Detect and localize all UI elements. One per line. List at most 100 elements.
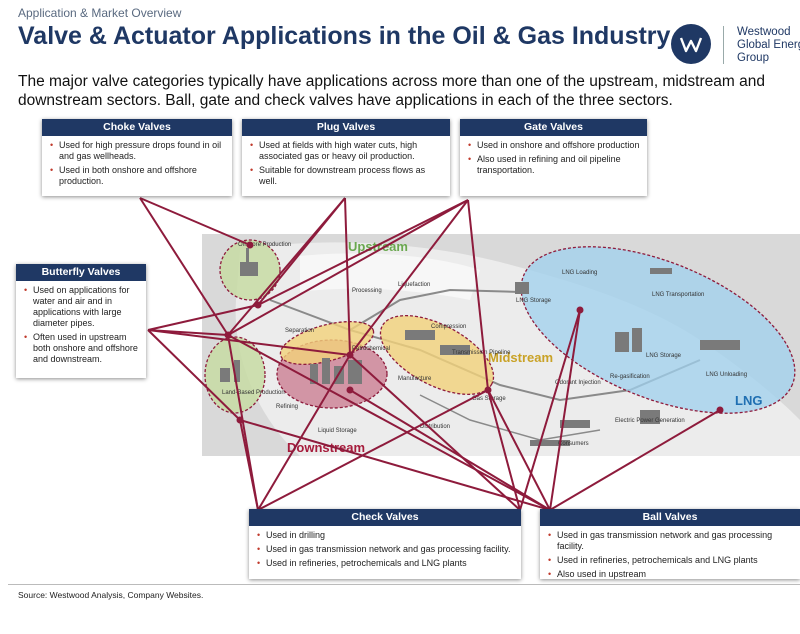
check-valves-title: Check Valves — [249, 509, 521, 526]
logo-divider — [723, 26, 724, 64]
gate-to-downstream — [349, 199, 469, 356]
pipeline-lng — [349, 288, 521, 331]
logo-line-3: Group — [737, 52, 769, 64]
plug-valves-box: Plug Valves Used at fields with high wat… — [242, 119, 450, 196]
logo-line-2: Global Energy — [737, 39, 800, 51]
label-processing: Processing — [352, 288, 382, 294]
gate-valves-box: Gate Valves Used in onshore and offshore… — [460, 119, 647, 196]
label-liquefaction: Liquefaction — [398, 282, 430, 288]
ball-to-midstream — [487, 389, 551, 511]
butterfly-valves-title: Butterfly Valves — [16, 264, 146, 281]
label-lng-loading: LNG Loading — [562, 270, 597, 276]
check-item-2: Used in gas transmission network and gas… — [257, 544, 515, 555]
ball-item-2: Used in refineries, petrochemicals and L… — [548, 555, 794, 566]
facility-glyphs — [220, 248, 740, 446]
check-item-1: Used in drilling — [257, 530, 515, 541]
plug-valves-title: Plug Valves — [242, 119, 450, 136]
footer-divider — [8, 584, 800, 585]
ball-item-1: Used in gas transmission network and gas… — [548, 530, 794, 552]
gate-to-midstream — [467, 199, 489, 391]
connector-lines — [139, 197, 721, 511]
westwood-logo: Westwood Global Energy Group — [671, 24, 800, 68]
label-electric: Electric Power Generation — [615, 418, 685, 424]
ball-to-refining — [349, 389, 551, 511]
check-to-lng — [519, 309, 581, 511]
check-valves-list: Used in drilling Used in gas transmissio… — [249, 526, 521, 576]
label-separation: Separation — [285, 328, 314, 334]
ball-item-3: Also used in upstream — [548, 569, 794, 580]
label-regasification: Re-gasification — [610, 374, 650, 380]
ball-to-lng-storage — [549, 309, 581, 511]
land-highlight — [300, 253, 480, 300]
plug-to-land — [227, 197, 346, 336]
label-liquid-storage: Liquid Storage — [318, 428, 357, 434]
plug-valves-list: Used at fields with high water cuts, hig… — [242, 136, 450, 194]
choke-to-land — [139, 197, 229, 336]
gate-item-2: Also used in refining and oil pipeline t… — [468, 154, 641, 176]
label-lng-storage: LNG Storage — [516, 298, 552, 304]
butterfly-valves-box: Butterfly Valves Used on applications fo… — [16, 264, 146, 378]
ball-to-land-low — [239, 419, 551, 511]
label-consumers: Consumers — [558, 441, 589, 447]
butterfly-item-1: Used on applications for water and air a… — [24, 285, 140, 329]
ball-valves-box: Ball Valves Used in gas transmission net… — [540, 509, 800, 580]
choke-item-2: Used in both onshore and offshore produc… — [50, 165, 226, 187]
gate-to-land — [227, 199, 469, 336]
choke-valves-box: Choke Valves Used for high pressure drop… — [42, 119, 232, 196]
check-to-downstream — [257, 354, 351, 511]
check-item-3: Used in refineries, petrochemicals and L… — [257, 558, 515, 569]
land-mass — [235, 242, 800, 456]
logo-w-icon — [679, 37, 703, 53]
label-lng-storage-2: LNG Storage — [646, 353, 682, 359]
label-gas-storage: Gas Storage — [472, 396, 506, 402]
check-valves-box: Check Valves Used in drilling Used in ga… — [249, 509, 521, 579]
gate-to-offshore — [257, 199, 469, 306]
check-to-land-low — [239, 419, 259, 511]
lng-zone — [520, 246, 796, 414]
plug-item-2: Suitable for downstream process flows as… — [250, 165, 444, 187]
ball-to-land — [227, 334, 551, 511]
choke-valves-title: Choke Valves — [42, 119, 232, 136]
label-offshore: Offshore Production — [238, 242, 291, 248]
choke-item-1: Used for high pressure drops found in oi… — [50, 140, 226, 162]
lng-label: LNG — [735, 393, 762, 408]
gate-valves-list: Used in onshore and offshore production … — [460, 136, 647, 183]
butterfly-to-land-low — [147, 329, 241, 421]
logo-mark — [671, 24, 711, 64]
page-title: Valve & Actuator Applications in the Oil… — [18, 22, 671, 50]
plug-item-1: Used at fields with high water cuts, hig… — [250, 140, 444, 162]
gate-valves-title: Gate Valves — [460, 119, 647, 136]
gate-item-1: Used in onshore and offshore production — [468, 140, 641, 151]
label-petrochemical: Petrochemical — [352, 346, 390, 352]
source-note: Source: Westwood Analysis, Company Websi… — [18, 590, 204, 600]
ball-to-lng — [549, 409, 721, 511]
label-transmission: Transmission Pipeline — [452, 350, 511, 356]
label-lng-unloading: LNG Unloading — [706, 372, 747, 378]
label-compression: Compression — [431, 324, 466, 330]
label-land-based: Land-Based Production — [222, 390, 285, 396]
label-odorant: Odorant Injection — [555, 380, 601, 386]
butterfly-item-2: Often used in upstream both onshore and … — [24, 332, 140, 365]
ball-valves-title: Ball Valves — [540, 509, 800, 526]
check-to-petrochem — [349, 354, 521, 511]
label-distribution: Distribution — [420, 424, 450, 430]
label-refining: Refining — [276, 404, 298, 410]
connector-nodes — [224, 241, 724, 424]
choke-valves-list: Used for high pressure drops found in oi… — [42, 136, 232, 194]
choke-to-offshore — [139, 197, 251, 246]
section-kicker: Application & Market Overview — [18, 6, 182, 20]
label-manufacture: Manufacture — [398, 376, 432, 382]
midstream-label: Midstream — [488, 350, 553, 365]
plug-to-downstream — [344, 197, 351, 356]
facility-labels: Offshore Production Land-Based Productio… — [222, 242, 747, 447]
check-to-midstream — [257, 389, 489, 511]
butterfly-valves-list: Used on applications for water and air a… — [16, 281, 146, 372]
page-subtitle: The major valve categories typically hav… — [18, 73, 765, 109]
ball-valves-list: Used in gas transmission network and gas… — [540, 526, 800, 587]
pipeline-distribution — [419, 394, 601, 441]
label-lng-transportation: LNG Transportation — [652, 292, 704, 298]
butterfly-to-offshore — [147, 304, 259, 331]
logo-line-1: Westwood — [737, 26, 791, 38]
logo-wordmark: Westwood Global Energy Group — [737, 26, 800, 65]
